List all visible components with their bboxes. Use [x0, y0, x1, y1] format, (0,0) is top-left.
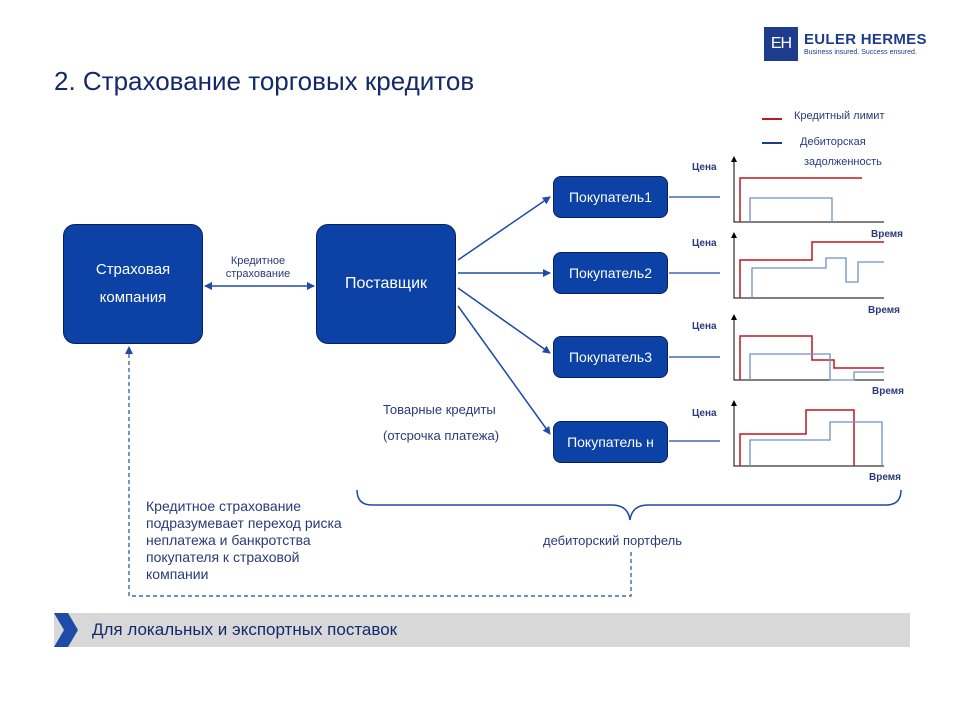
risk-transfer-note: Кредитное страхование подразумевает пере…: [146, 498, 342, 582]
buyer-3-box: Покупатель3: [553, 336, 668, 378]
credit-insurance-label-2: страхование: [225, 268, 291, 280]
trade-credits-label-2: (отсрочка платежа): [383, 428, 500, 443]
logo-tagline: Business insured. Success ensured.: [804, 48, 917, 56]
page-title: 2. Страхование торговых кредитов: [54, 66, 475, 96]
legend-receivables-label-2: задолженность: [804, 156, 882, 168]
chart-3-x-label: Время: [872, 386, 904, 397]
arrow-to-buyer-1: [457, 196, 551, 261]
chart-1-debt: [749, 197, 833, 222]
portfolio-brace: [356, 489, 902, 521]
footer-bar: [54, 613, 910, 647]
credit-insurance-label: Кредитное страхование: [210, 255, 306, 281]
chart-3-limit: [739, 335, 884, 380]
legend-credit-limit-label: Кредитный лимит: [794, 110, 885, 122]
chart-4: [731, 400, 884, 467]
chart-4-limit: [739, 409, 855, 466]
trade-credits-label-1: Товарные кредиты: [383, 402, 496, 417]
chart-2: [731, 232, 884, 299]
buyer-n-box: Покупатель н: [553, 421, 668, 463]
legend-credit-limit-line: [762, 118, 782, 120]
chart-2-y-label: Цена: [692, 238, 717, 249]
chart-3-debt: [749, 353, 884, 381]
risk-transfer-dashed-arrow: [125, 346, 632, 597]
logo-mark: EH: [764, 27, 798, 61]
chart-3: [731, 314, 884, 381]
supplier-box: Поставщик: [316, 224, 456, 344]
chart-4-debt: [749, 421, 883, 466]
buyer-2-box: Покупатель2: [553, 252, 668, 294]
legend-receivables-label-1: Дебиторская: [800, 136, 866, 148]
arrow-to-buyer-n: [457, 305, 551, 435]
chart-1-x-label: Время: [871, 229, 903, 240]
arrow-to-buyer-3: [457, 287, 551, 354]
euler-hermes-logo: EH EULER HERMES Business insured. Succes…: [764, 27, 927, 61]
buyer-1-label: Покупатель1: [568, 189, 652, 205]
buyer-2-label: Покупатель2: [568, 265, 652, 281]
buyer-1-box: Покупатель1: [553, 176, 668, 218]
legend-receivables-line: [762, 142, 782, 144]
insurance-company-label-2: компания: [99, 289, 167, 306]
footer-text: Для локальных и экспортных поставок: [92, 620, 398, 639]
logo-name: EULER HERMES: [804, 30, 927, 48]
insurance-company-label-1: Страховая: [95, 261, 171, 278]
chevron-right-icon: [54, 613, 78, 647]
chart-1-y-label: Цена: [692, 162, 717, 173]
chart-2-limit: [739, 241, 884, 298]
insurance-company-box: Страховая компания: [63, 224, 203, 344]
chart-4-x-label: Время: [869, 472, 901, 483]
credit-insurance-label-1: Кредитное: [230, 255, 286, 267]
chart-1-limit: [739, 177, 862, 222]
buyer-3-label: Покупатель3: [568, 349, 652, 365]
buyer-n-label: Покупатель н: [567, 434, 654, 450]
portfolio-label: дебиторский портфель: [543, 533, 682, 548]
chart-1: [731, 156, 884, 223]
supplier-label: Поставщик: [344, 275, 428, 292]
chart-3-y-label: Цена: [692, 321, 717, 332]
chart-2-x-label: Время: [868, 305, 900, 316]
chart-4-y-label: Цена: [692, 408, 717, 419]
chart-2-debt: [751, 257, 884, 298]
